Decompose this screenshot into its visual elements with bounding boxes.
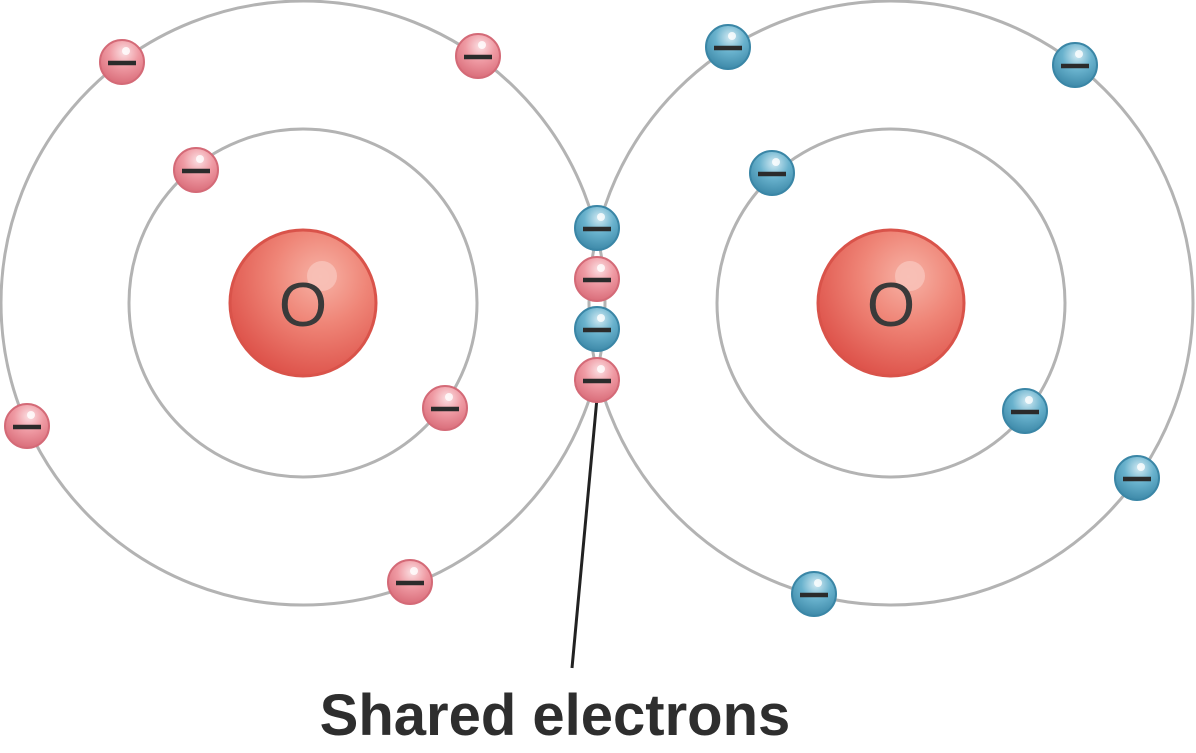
- right-electron-inner-2: [1002, 388, 1048, 434]
- right-nucleus-symbol: O: [867, 271, 915, 340]
- electron-highlight: [478, 41, 486, 49]
- electron-highlight: [597, 365, 605, 373]
- electron-highlight: [122, 47, 130, 55]
- left-electron-outer-2: [455, 33, 501, 79]
- electron-highlight: [728, 32, 736, 40]
- electron-highlight: [196, 155, 204, 163]
- shared-electron-3: [574, 306, 620, 352]
- left-electron-outer-1: [99, 39, 145, 85]
- right-oxygen-atom: O: [587, 0, 1195, 607]
- left-nucleus-symbol: O: [279, 271, 327, 340]
- shared-electrons-pointer: [570, 397, 599, 669]
- right-electron-outer-4: [791, 571, 837, 617]
- right-inner-shell: [715, 127, 1067, 479]
- electrons-layer: [4, 24, 1160, 617]
- electron-highlight: [27, 411, 35, 419]
- electron-highlight: [597, 264, 605, 272]
- left-inner-shell: [127, 127, 479, 479]
- right-electron-outer-2: [1052, 42, 1098, 88]
- shared-electron-4: [574, 357, 620, 403]
- shared-electron-2: [574, 256, 620, 302]
- electron-highlight: [445, 393, 453, 401]
- right-electron-inner-1: [749, 150, 795, 196]
- left-nucleus-highlight: [307, 261, 337, 291]
- left-outer-shell: [0, 0, 607, 607]
- left-nucleus: [228, 228, 378, 378]
- electron-highlight: [814, 579, 822, 587]
- shared-electrons-label: Shared electrons: [320, 683, 791, 748]
- electron-highlight: [1025, 396, 1033, 404]
- shared-electron-1: [574, 205, 620, 251]
- right-electron-outer-1: [705, 24, 751, 70]
- left-oxygen-atom: O: [0, 0, 607, 607]
- left-electron-outer-4: [387, 559, 433, 605]
- electron-highlight: [772, 158, 780, 166]
- right-electron-outer-3: [1114, 455, 1160, 501]
- right-nucleus-highlight: [895, 261, 925, 291]
- right-nucleus: [816, 228, 966, 378]
- electron-highlight: [410, 567, 418, 575]
- left-electron-outer-3: [4, 403, 50, 449]
- left-electron-inner-2: [422, 385, 468, 431]
- electron-highlight: [597, 213, 605, 221]
- electron-highlight: [1137, 463, 1145, 471]
- electron-highlight: [597, 314, 605, 322]
- right-outer-shell: [587, 0, 1195, 607]
- electron-highlight: [1075, 50, 1083, 58]
- left-electron-inner-1: [173, 147, 219, 193]
